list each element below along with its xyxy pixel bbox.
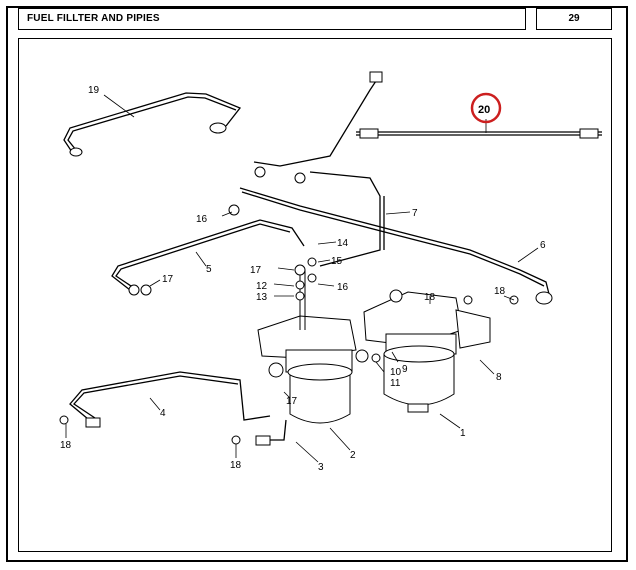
callout-19: 19: [88, 85, 100, 96]
leader-lines: [65, 211, 515, 458]
drawing-area: [18, 38, 612, 552]
callout-12: 12: [256, 281, 268, 292]
callout-2: 2: [350, 450, 356, 461]
callout-4: 4: [160, 408, 166, 419]
fuel-filter-right: [355, 289, 495, 429]
callout-3: 3: [318, 462, 324, 473]
pipe-4: [69, 371, 271, 428]
callout-1: 1: [460, 428, 466, 439]
pipe-20: [356, 119, 602, 139]
pipe-7: [253, 71, 411, 267]
callout-13: 13: [256, 292, 268, 303]
callout-20-highlight: 20: [470, 92, 502, 124]
diagram-title: FUEL FILLTER AND PIPIES: [27, 13, 160, 24]
callout-15: 15: [331, 256, 343, 267]
pipe-6: [239, 187, 553, 305]
callout-17-left: 17: [162, 274, 174, 285]
callout-6: 6: [540, 240, 546, 251]
page-number-box: 29: [536, 8, 612, 30]
fuel-filter-left: [257, 264, 357, 451]
callout-18-left: 18: [60, 440, 72, 451]
callout-9: 9: [402, 364, 408, 375]
title-box: FUEL FILLTER AND PIPIES: [18, 8, 526, 30]
pipe-5: [111, 219, 305, 296]
callout-17-bottom: 17: [286, 396, 298, 407]
callout-14: 14: [337, 238, 349, 249]
callout-11: 11: [390, 378, 401, 389]
callout-20: 20: [478, 104, 490, 116]
callout-7: 7: [412, 208, 418, 219]
pipe-19: [63, 92, 242, 157]
pipe-3: [255, 419, 319, 463]
page-number: 29: [568, 13, 580, 24]
callout-18-bottom: 18: [230, 460, 242, 471]
callout-18-right: 18: [494, 286, 506, 297]
callout-10: 10: [390, 367, 402, 378]
callout-8: 8: [496, 372, 502, 383]
callout-16-left: 16: [196, 214, 208, 225]
callout-18-top: 18: [424, 292, 436, 303]
callout-labels: 19 7 6 16 5 17 17 12 13 14 15 16 18 18 1…: [60, 85, 546, 473]
callout-17-mid: 17: [250, 265, 262, 276]
callout-5: 5: [206, 264, 212, 275]
callout-16-right: 16: [337, 282, 349, 293]
